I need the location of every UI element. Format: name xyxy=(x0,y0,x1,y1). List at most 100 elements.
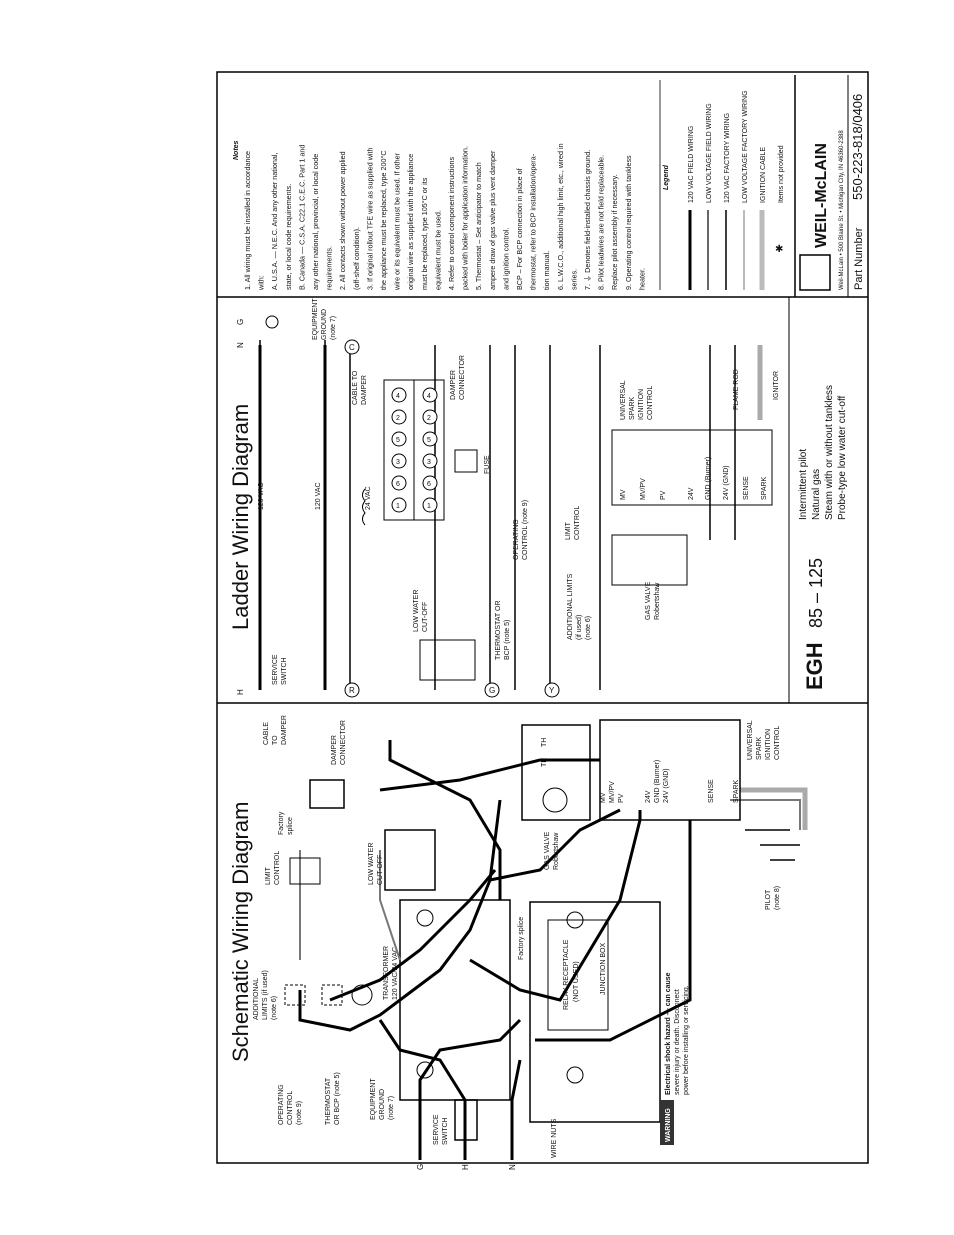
factory-splice-label-1: Factory xyxy=(278,811,285,835)
note-line: 8. Pilot leadwires are not field replace… xyxy=(597,155,606,290)
note-line: ampere draw of gas valve plus vent dampe… xyxy=(488,150,497,290)
schematic-gas-valve xyxy=(521,724,591,821)
note-line: B. Canada — C.S.A. C22.1 C.E.C. Part 1 a… xyxy=(297,145,306,290)
limit-control-label-1: LIMIT xyxy=(265,866,272,885)
ladder-24vac: 24 VAC xyxy=(365,486,372,510)
pin-a4: 5 xyxy=(396,437,400,444)
company-block: WEIL-McLAIN Weil-McLain • 500 Blaine St.… xyxy=(794,75,865,297)
legend-heading: Legend xyxy=(663,164,670,190)
schematic-panel: Schematic Wiring Diagram JUNCTION BOX RE… xyxy=(228,715,808,1170)
relay-receptacle-label-1: RELAY RECEPTACLE xyxy=(563,939,570,1010)
note-line: must be replaced, type 105°C or its xyxy=(420,177,429,290)
wire-nuts-label: WIRE NUTS xyxy=(551,1118,558,1158)
pin-a2: 6 xyxy=(396,481,400,488)
operating-control-label-2: CONTROL xyxy=(287,1091,294,1125)
additional-limits-label-1: ADDITIONAL xyxy=(253,978,260,1020)
ladder-cable-to-damper-1: CABLE TO xyxy=(352,370,359,405)
warning-tag xyxy=(660,1100,674,1145)
legend-item-4: LOW VOLTAGE FACTORY WIRING xyxy=(742,90,749,203)
relay-receptacle xyxy=(547,919,609,1031)
model-name: EGH xyxy=(802,642,827,690)
ladder-top-n: N xyxy=(236,342,245,348)
equipment-ground-label-3: (note 7) xyxy=(388,1096,395,1120)
pilot-label-2: (note 8) xyxy=(774,886,781,910)
ladder-damper-connector-1: DAMPER xyxy=(450,370,457,400)
ground-symbol xyxy=(265,315,279,329)
ladder-additional-limits-1: ADDITIONAL LIMITS xyxy=(567,573,574,640)
note-line: packed with boiler for application infor… xyxy=(461,146,470,290)
notes-lines: 1. All wiring must be installed in accor… xyxy=(243,143,646,291)
equipment-ground-label-2: GROUND xyxy=(379,1089,386,1120)
note-line: series. xyxy=(569,269,578,290)
junction-box xyxy=(529,901,661,1123)
sch-terminal-sense: SENSE xyxy=(708,779,715,803)
note-line: with: xyxy=(257,275,266,291)
note-line: tion manual. xyxy=(542,251,551,290)
ladder-spark-control-3: IGNITION xyxy=(638,389,645,420)
ladder-terminal-pv: PV xyxy=(660,490,667,500)
pin-b1: 1 xyxy=(427,503,431,510)
factory-splice-2-label: Factory splice xyxy=(518,917,525,960)
ladder-120vac: 120 VAC xyxy=(258,483,265,511)
schematic-limit-control xyxy=(289,857,321,885)
ladder-flame-rod: FLAME ROD xyxy=(733,369,740,410)
damper-connector-label-2: CONNECTOR xyxy=(340,720,347,765)
legend-item-5: IGNITION CABLE xyxy=(760,147,767,203)
legend-star: ✱ xyxy=(775,244,783,255)
schematic-low-water-cutoff xyxy=(384,829,436,891)
note-line: and ignition control. xyxy=(501,228,510,290)
ground-screw xyxy=(416,1061,434,1079)
company-logo: WEIL-McLAIN xyxy=(813,143,830,248)
model-feature-2: Natural gas xyxy=(811,469,822,520)
damper-connector-label-1: DAMPER xyxy=(331,735,338,765)
note-line: 5. Thermostat – Set anticipator to match xyxy=(474,162,483,290)
sch-terminal-mv: MV xyxy=(600,792,607,803)
pin-b5: 2 xyxy=(427,415,431,422)
ladder-spark-control-1: UNIVERSAL xyxy=(620,380,627,420)
ladder-gas-valve-2: Robertshaw xyxy=(654,582,661,620)
note-line: the appliance must be replaced, type 200… xyxy=(379,150,388,290)
lwco-label-2: CUT-OFF xyxy=(377,855,384,885)
sch-terminal-mvpv: MV/PV xyxy=(609,781,616,803)
pin-b3: 3 xyxy=(427,459,431,466)
node-y-label: Y xyxy=(549,686,555,695)
node-r-label: R xyxy=(349,686,355,695)
ladder-terminal-mvpv: MV/PV xyxy=(640,478,647,500)
company-address: Weil-McLain • 500 Blaine St. • Michigan … xyxy=(839,130,845,290)
gas-valve-label-2: Robertshaw xyxy=(553,832,560,870)
legend-item-1: 120 VAC FIELD WIRING xyxy=(688,126,695,203)
node-c-label: C xyxy=(349,343,355,352)
ladder-terminal-gnd-burner: GND (Burner) xyxy=(705,457,712,500)
sch-terminal-24v: 24V xyxy=(645,790,652,803)
ladder-service-switch-1: SERVICE xyxy=(272,654,279,685)
ladder-operating-control-1: OPERATING xyxy=(513,519,520,560)
pin-a1: 1 xyxy=(396,503,400,510)
ladder-terminal-24v-gnd: 24V (GND) xyxy=(723,465,730,500)
warning-line-1: Electrical shock hazard — can cause xyxy=(665,972,672,1095)
ladder-terminal-24v: 24V xyxy=(688,487,695,500)
relay-receptacle-label-2: (NOT USED) xyxy=(573,961,580,1002)
ladder-thermostat-2: BCP (note 5) xyxy=(504,620,511,660)
pin-b2: 6 xyxy=(427,481,431,488)
ladder-lwco-box xyxy=(419,639,476,681)
schematic-ignition-control xyxy=(599,719,741,821)
note-line: 6. L.W.C.O., additional high limit, etc.… xyxy=(556,143,565,290)
ladder-ground-1: EQUIPMENT xyxy=(312,298,319,340)
sch-terminal-pv: PV xyxy=(618,793,625,803)
legend-item-2: LOW VOLTAGE FIELD WIRING xyxy=(706,103,713,203)
sch-spark-control-3: IGNITION xyxy=(765,729,772,760)
note-line: equivalent must be used. xyxy=(433,210,442,290)
part-number: 550-223-818/0406 xyxy=(850,94,865,200)
schematic-wires xyxy=(298,740,692,1160)
cable-to-damper-3: DAMPER xyxy=(281,715,288,745)
legend-item-3: 120 VAC FACTORY WIRING xyxy=(724,113,731,203)
ladder-thermostat-1: THERMOSTAT OR xyxy=(495,601,502,661)
note-line: any other national, provincial, or local… xyxy=(311,154,320,290)
note-line: 2. All contacts shown without power appl… xyxy=(338,151,347,290)
service-switch-label-1: SERVICE xyxy=(433,1114,440,1145)
note-line: 4. Refer to control component instructio… xyxy=(447,157,456,290)
ladder-operating-control-2: CONTROL (note 9) xyxy=(522,500,529,560)
sch-terminal-24v-gnd: 24V (GND) xyxy=(663,768,670,803)
lwco-label-1: LOW WATER xyxy=(368,843,375,885)
